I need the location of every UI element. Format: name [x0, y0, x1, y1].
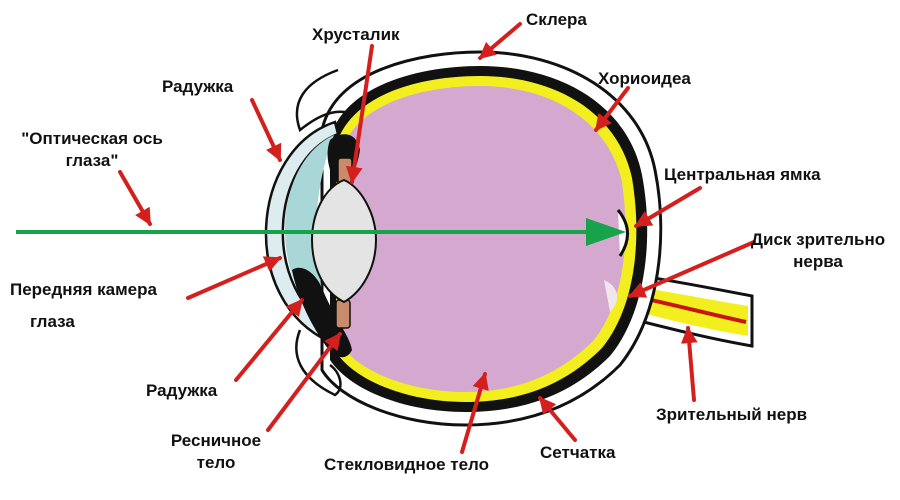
label-ciliary-body-line1: Ресничное: [170, 431, 262, 450]
arrow-optic-nerve: [680, 326, 698, 402]
arrow-optic-disc: [628, 240, 756, 298]
label-ciliary-body: Ресничное тело: [164, 430, 268, 474]
lower-eyelid-fold: [295, 329, 342, 397]
label-optic-disc-line2: нерва: [793, 252, 843, 271]
arrow-vitreous: [460, 372, 489, 454]
vitreous-body: [342, 86, 626, 392]
arrow-anterior-chamber: [186, 256, 282, 300]
optic-disc: [604, 280, 618, 312]
ciliary-lower: [335, 299, 351, 329]
label-anterior-chamber-line1: Передняя камера: [10, 280, 157, 299]
label-optic-nerve: Зрительный нерв: [656, 405, 808, 424]
arrow-optical-axis: [118, 170, 152, 226]
upper-eyelid-fold: [295, 68, 346, 133]
label-lens: Хрусталик: [312, 25, 400, 44]
arrow-iris-bottom: [234, 298, 304, 382]
label-iris-top: Радужка: [162, 77, 234, 96]
label-choroid: Хориоидеа: [598, 69, 691, 88]
arrow-iris-top: [250, 98, 282, 162]
lens: [310, 178, 378, 304]
label-fovea: Центральная ямка: [664, 165, 821, 184]
label-optical-axis-line1: "Оптическая ось: [21, 129, 163, 148]
arrow-lens: [345, 44, 374, 184]
arrow-choroid: [594, 86, 630, 132]
label-anterior-chamber-line2: глаза: [30, 312, 75, 331]
label-retina: Сетчатка: [540, 443, 616, 462]
label-optical-axis: "Оптическая ось глаза": [4, 128, 180, 172]
label-optic-disc: Диск зрительно нерва: [738, 229, 898, 273]
label-vitreous: Стекловидное тело: [324, 455, 489, 474]
arrow-sclera: [478, 22, 522, 60]
optical-axis-arrowhead: [586, 218, 626, 246]
label-optic-disc-line1: Диск зрительно: [750, 230, 886, 249]
label-iris-bottom: Радужка: [146, 381, 218, 400]
label-sclera: Склера: [526, 10, 587, 29]
arrow-ciliary-body: [266, 332, 342, 432]
arrow-retina: [538, 396, 577, 442]
label-optical-axis-line2: глаза": [65, 151, 119, 170]
label-ciliary-body-line2: тело: [196, 453, 236, 472]
arrow-fovea: [634, 186, 702, 228]
